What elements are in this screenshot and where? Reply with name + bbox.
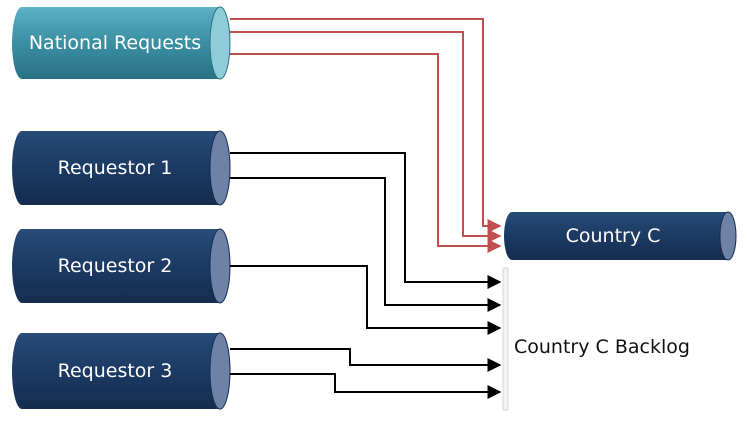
requestor-1-arrow-2 [230, 177, 502, 312]
requestor-1-arrow-1 [230, 152, 502, 289]
requestor-3-arrow-1 [230, 348, 502, 372]
national-arrow-3 [230, 53, 502, 253]
national-requests-queue [12, 6, 231, 80]
backlog-bar [502, 267, 509, 411]
requestor-3-queue [12, 332, 231, 410]
requestor-1-queue [12, 130, 231, 206]
national-arrow-1 [230, 18, 502, 233]
requestor-2-queue [12, 228, 231, 304]
country-c-backlog-label: Country C Backlog [514, 336, 690, 358]
country-c-queue [504, 211, 737, 261]
national-arrows [230, 18, 502, 253]
requestor-arrows [230, 152, 502, 399]
requestor-2-arrow [230, 265, 502, 335]
national-arrow-2 [230, 31, 502, 243]
requestor-3-arrow-2 [230, 373, 502, 399]
